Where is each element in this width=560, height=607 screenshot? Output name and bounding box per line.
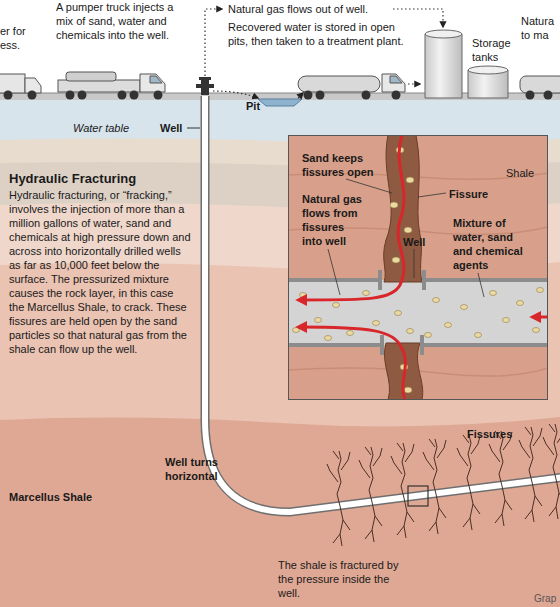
inset-illustration [288,135,548,400]
detail-inset: Sand keeps fissures openShaleFissure Natu… [288,135,548,400]
body-text: Hydraulic fracturing, or “fracking,” inv… [9,188,191,356]
credit-text: Grap [534,592,556,606]
part-name: Fissures [467,427,512,441]
part-name: Well turns horizontal [165,455,229,483]
callout-text: er for ess. [0,24,36,52]
inset-label: Fissure [449,187,488,201]
part-name: Storage tanks [472,36,518,64]
diagram-title: Hydraulic Fracturing [9,171,136,187]
callout-text: The shale is fractured by the pressure i… [278,558,402,600]
callout-text: Natural gas flows out of well. [228,2,368,16]
layer-name: Water table [73,121,129,135]
part-name: Well [160,121,182,135]
flow-paths [205,9,443,98]
inset-label: Natural gas flows from fissures into wel… [302,192,364,248]
fissure-lines [327,424,560,546]
inset-label: Shale [506,166,534,180]
inset-label: Sand keeps fissures open [302,151,382,179]
callout-text: Recovered water is stored in open pits, … [228,20,414,48]
callout-text: Natura to ma [521,14,560,42]
inset-label: Mixture of water, sand and chemical agen… [453,216,527,272]
callout-text: A pumper truck injects a mix of sand, wa… [56,0,188,42]
layer-name: Marcellus Shale [9,490,92,504]
well-pipe [187,77,560,512]
detail-marker [408,486,428,506]
part-name: Pit [246,99,260,113]
pit [258,99,302,106]
inset-label: Well [403,235,425,249]
